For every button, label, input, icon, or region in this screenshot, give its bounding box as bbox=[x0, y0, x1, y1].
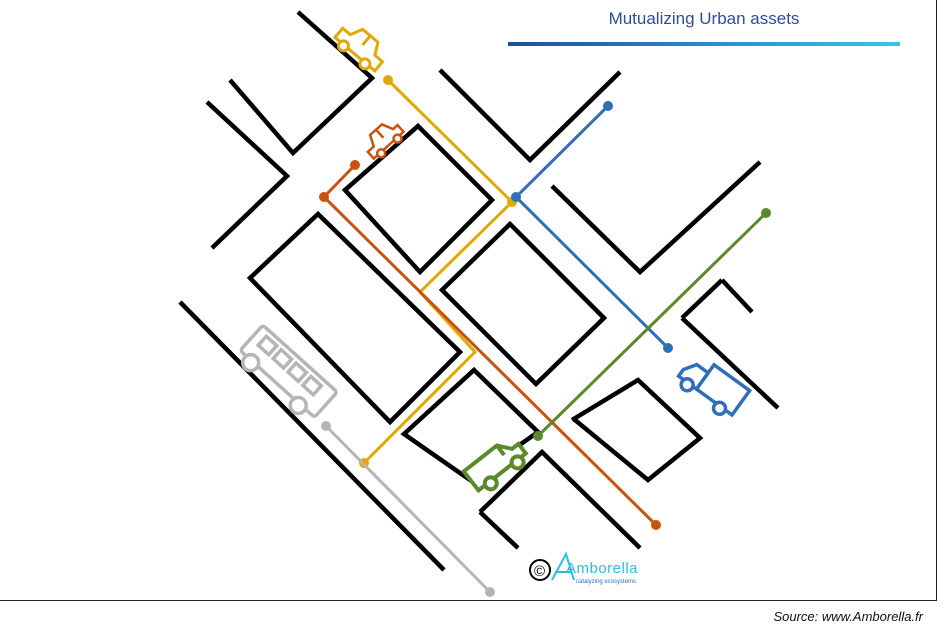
street-top-left-b bbox=[205, 100, 291, 250]
amborella-logo-icon bbox=[551, 551, 575, 581]
green-van-icon bbox=[460, 441, 529, 494]
logo-tagline: catalyzing ecosystems bbox=[576, 579, 637, 585]
street-bottom-right bbox=[570, 377, 704, 483]
street-right-b bbox=[680, 316, 780, 410]
orange-route bbox=[319, 160, 661, 530]
street-top-right bbox=[550, 160, 762, 276]
street-bottom-mid bbox=[478, 448, 642, 550]
yellow-car-icon bbox=[332, 26, 385, 73]
street-bottom-left bbox=[178, 300, 446, 572]
slide-frame bbox=[0, 0, 937, 601]
gray-route bbox=[321, 421, 495, 597]
logo-name: Amborella bbox=[566, 560, 639, 577]
copyright-icon bbox=[529, 559, 551, 581]
green-route bbox=[533, 208, 771, 441]
block-3 bbox=[438, 220, 608, 388]
blue-truck-icon bbox=[676, 362, 753, 418]
page-title: Mutualizing Urban assets bbox=[608, 9, 800, 28]
blue-route bbox=[511, 101, 673, 353]
street-top-mid bbox=[438, 68, 622, 164]
block-2 bbox=[246, 210, 464, 426]
street-right-c bbox=[720, 278, 754, 314]
block-1 bbox=[341, 122, 496, 276]
street-bottom-mid-b bbox=[478, 510, 520, 550]
street-right bbox=[680, 278, 724, 320]
copyright-symbol: © bbox=[534, 563, 545, 580]
street-top-left-a bbox=[228, 10, 376, 157]
gray-bus-icon bbox=[239, 324, 338, 418]
title-underline bbox=[508, 42, 900, 46]
source-caption: Source: www.Amborella.fr bbox=[773, 609, 923, 624]
orange-car-icon bbox=[366, 122, 406, 161]
